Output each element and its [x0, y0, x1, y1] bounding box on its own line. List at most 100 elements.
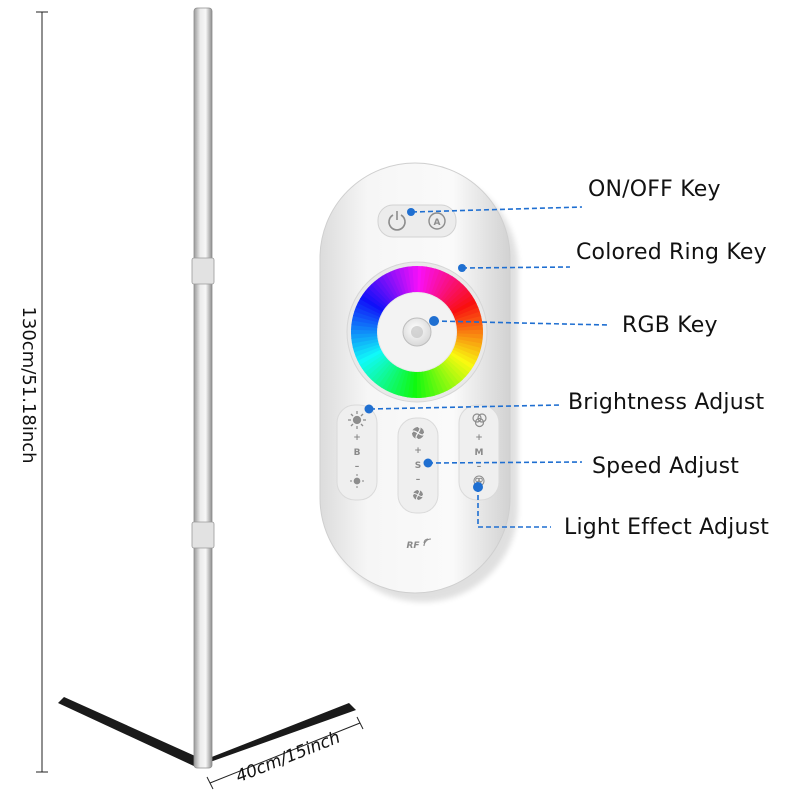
color-wheel-segment	[451, 299, 477, 315]
color-wheel-segment	[430, 269, 445, 296]
color-wheel-segment	[402, 371, 412, 398]
rgb-key[interactable]	[402, 317, 432, 347]
speed-key-column[interactable]: + S –	[397, 417, 439, 514]
lamp-base-left-arm	[58, 697, 204, 767]
color-wheel-segment	[419, 266, 428, 293]
color-wheel-segment	[386, 271, 402, 297]
color-wheel-segment	[351, 319, 378, 328]
lamp-pole	[191, 7, 215, 769]
speed-adjust-label: Speed Adjust	[592, 454, 740, 479]
brightness-adjust-label: Brightness Adjust	[568, 390, 765, 415]
color-wheel-segment	[444, 358, 467, 381]
color-wheel-segment	[422, 371, 431, 398]
color-wheel-segment	[456, 333, 483, 340]
brightness-key-column[interactable]: + B –	[336, 404, 378, 501]
height-dimension: 130cm/51.18inch	[18, 11, 48, 773]
color-wheel-segment	[406, 371, 415, 398]
color-wheel-segment	[448, 354, 472, 374]
color-wheel-segment	[370, 360, 392, 383]
brightness-plus-label: +	[353, 433, 361, 443]
color-wheel-segment	[352, 341, 379, 353]
fan-fast-icon	[411, 426, 425, 440]
color-wheel-segment	[452, 303, 479, 318]
color-wheel-segment	[393, 369, 406, 396]
mode-minus-label: –	[477, 462, 482, 472]
color-wheel-segment	[454, 341, 482, 354]
color-wheel-segment	[417, 266, 423, 293]
color-wheel-segment	[455, 311, 482, 323]
color-wheel-segment	[453, 344, 480, 358]
color-wheel-segment	[373, 362, 394, 386]
width-dimension-label: 40cm/15inch	[233, 728, 343, 788]
color-wheel-segment	[452, 346, 479, 362]
mode-key-column[interactable]: + M –	[458, 404, 500, 501]
color-wheel-segment	[425, 267, 437, 294]
color-wheel-segment	[412, 266, 418, 293]
lamp-base-right-arm	[196, 703, 356, 767]
color-wheel-segment	[361, 353, 386, 373]
rgb-dot	[429, 316, 439, 326]
color-wheel-segment	[364, 287, 388, 308]
sun-bright-icon	[348, 411, 366, 429]
light-effect-dot	[473, 482, 483, 492]
color-wheel-segment	[430, 368, 444, 395]
brightness-key-label: B	[354, 448, 361, 458]
color-wheel-segment	[357, 298, 383, 315]
color-wheel-segment	[444, 284, 467, 306]
color-wheel-segment	[367, 283, 390, 306]
color-wheel-segment	[359, 294, 385, 312]
color-wheel-segment	[374, 278, 394, 302]
speed-key-pad	[397, 417, 439, 514]
brightness-minus-label: –	[355, 462, 360, 472]
svg-text:A: A	[434, 218, 441, 228]
color-wheel-segment	[377, 364, 396, 388]
lamp-base	[58, 697, 356, 767]
lamp-pole-tube	[193, 7, 213, 769]
speed-dot	[423, 458, 433, 468]
callout-dots	[364, 208, 483, 492]
color-wheel-segment	[397, 370, 409, 397]
speed-leader-line	[427, 461, 583, 464]
color-wheel-segment	[433, 271, 449, 297]
remote-control: A + B –	[319, 162, 518, 602]
rf-logo: RF	[406, 538, 432, 551]
color-wheel-segment	[411, 371, 417, 398]
color-wheel-segment	[389, 368, 404, 395]
color-wheel-segment	[440, 362, 460, 386]
speed-key-label: S	[415, 461, 421, 471]
on-off-leader-line	[411, 206, 583, 213]
power-icon	[388, 211, 406, 231]
colored-ring-leader-line	[461, 266, 571, 269]
color-wheel-segment	[382, 273, 399, 299]
speed-minus-label: –	[416, 475, 421, 485]
brightness-dot	[364, 404, 374, 414]
color-wheel-segment	[352, 310, 380, 323]
callout-leaders	[369, 206, 609, 528]
color-wheel-segment	[455, 316, 483, 326]
color-wheel-segment	[437, 364, 456, 389]
color-wheel-segment	[422, 266, 432, 293]
color-wheel-segment	[362, 290, 386, 310]
lamp-pole-joint-upper	[191, 257, 215, 285]
color-wheel-segment	[371, 280, 392, 304]
color-wheel-segment	[355, 346, 382, 361]
auto-mode-icon: A	[428, 212, 446, 230]
mode-key-label: M	[475, 448, 484, 458]
speed-plus-label: +	[414, 446, 422, 456]
color-wheel-segment	[435, 365, 452, 391]
color-wheel-segment	[427, 369, 440, 396]
rgb-leader-line	[433, 320, 609, 326]
color-wheel-segment	[416, 371, 422, 398]
color-wheel-segment	[390, 269, 404, 296]
color-wheel-segment	[456, 325, 483, 332]
color-wheel-segment	[359, 351, 384, 369]
color-wheel-segment	[351, 338, 379, 348]
fan-slow-icon	[412, 489, 424, 501]
color-wheel-segment	[432, 367, 448, 393]
width-dimension-cap-right	[356, 716, 364, 730]
color-wheel-segment	[353, 343, 380, 357]
rgb-circles-icon	[472, 413, 487, 428]
color-wheel-segment	[381, 365, 399, 391]
colored-ring-key-label: Colored Ring Key	[576, 240, 767, 265]
